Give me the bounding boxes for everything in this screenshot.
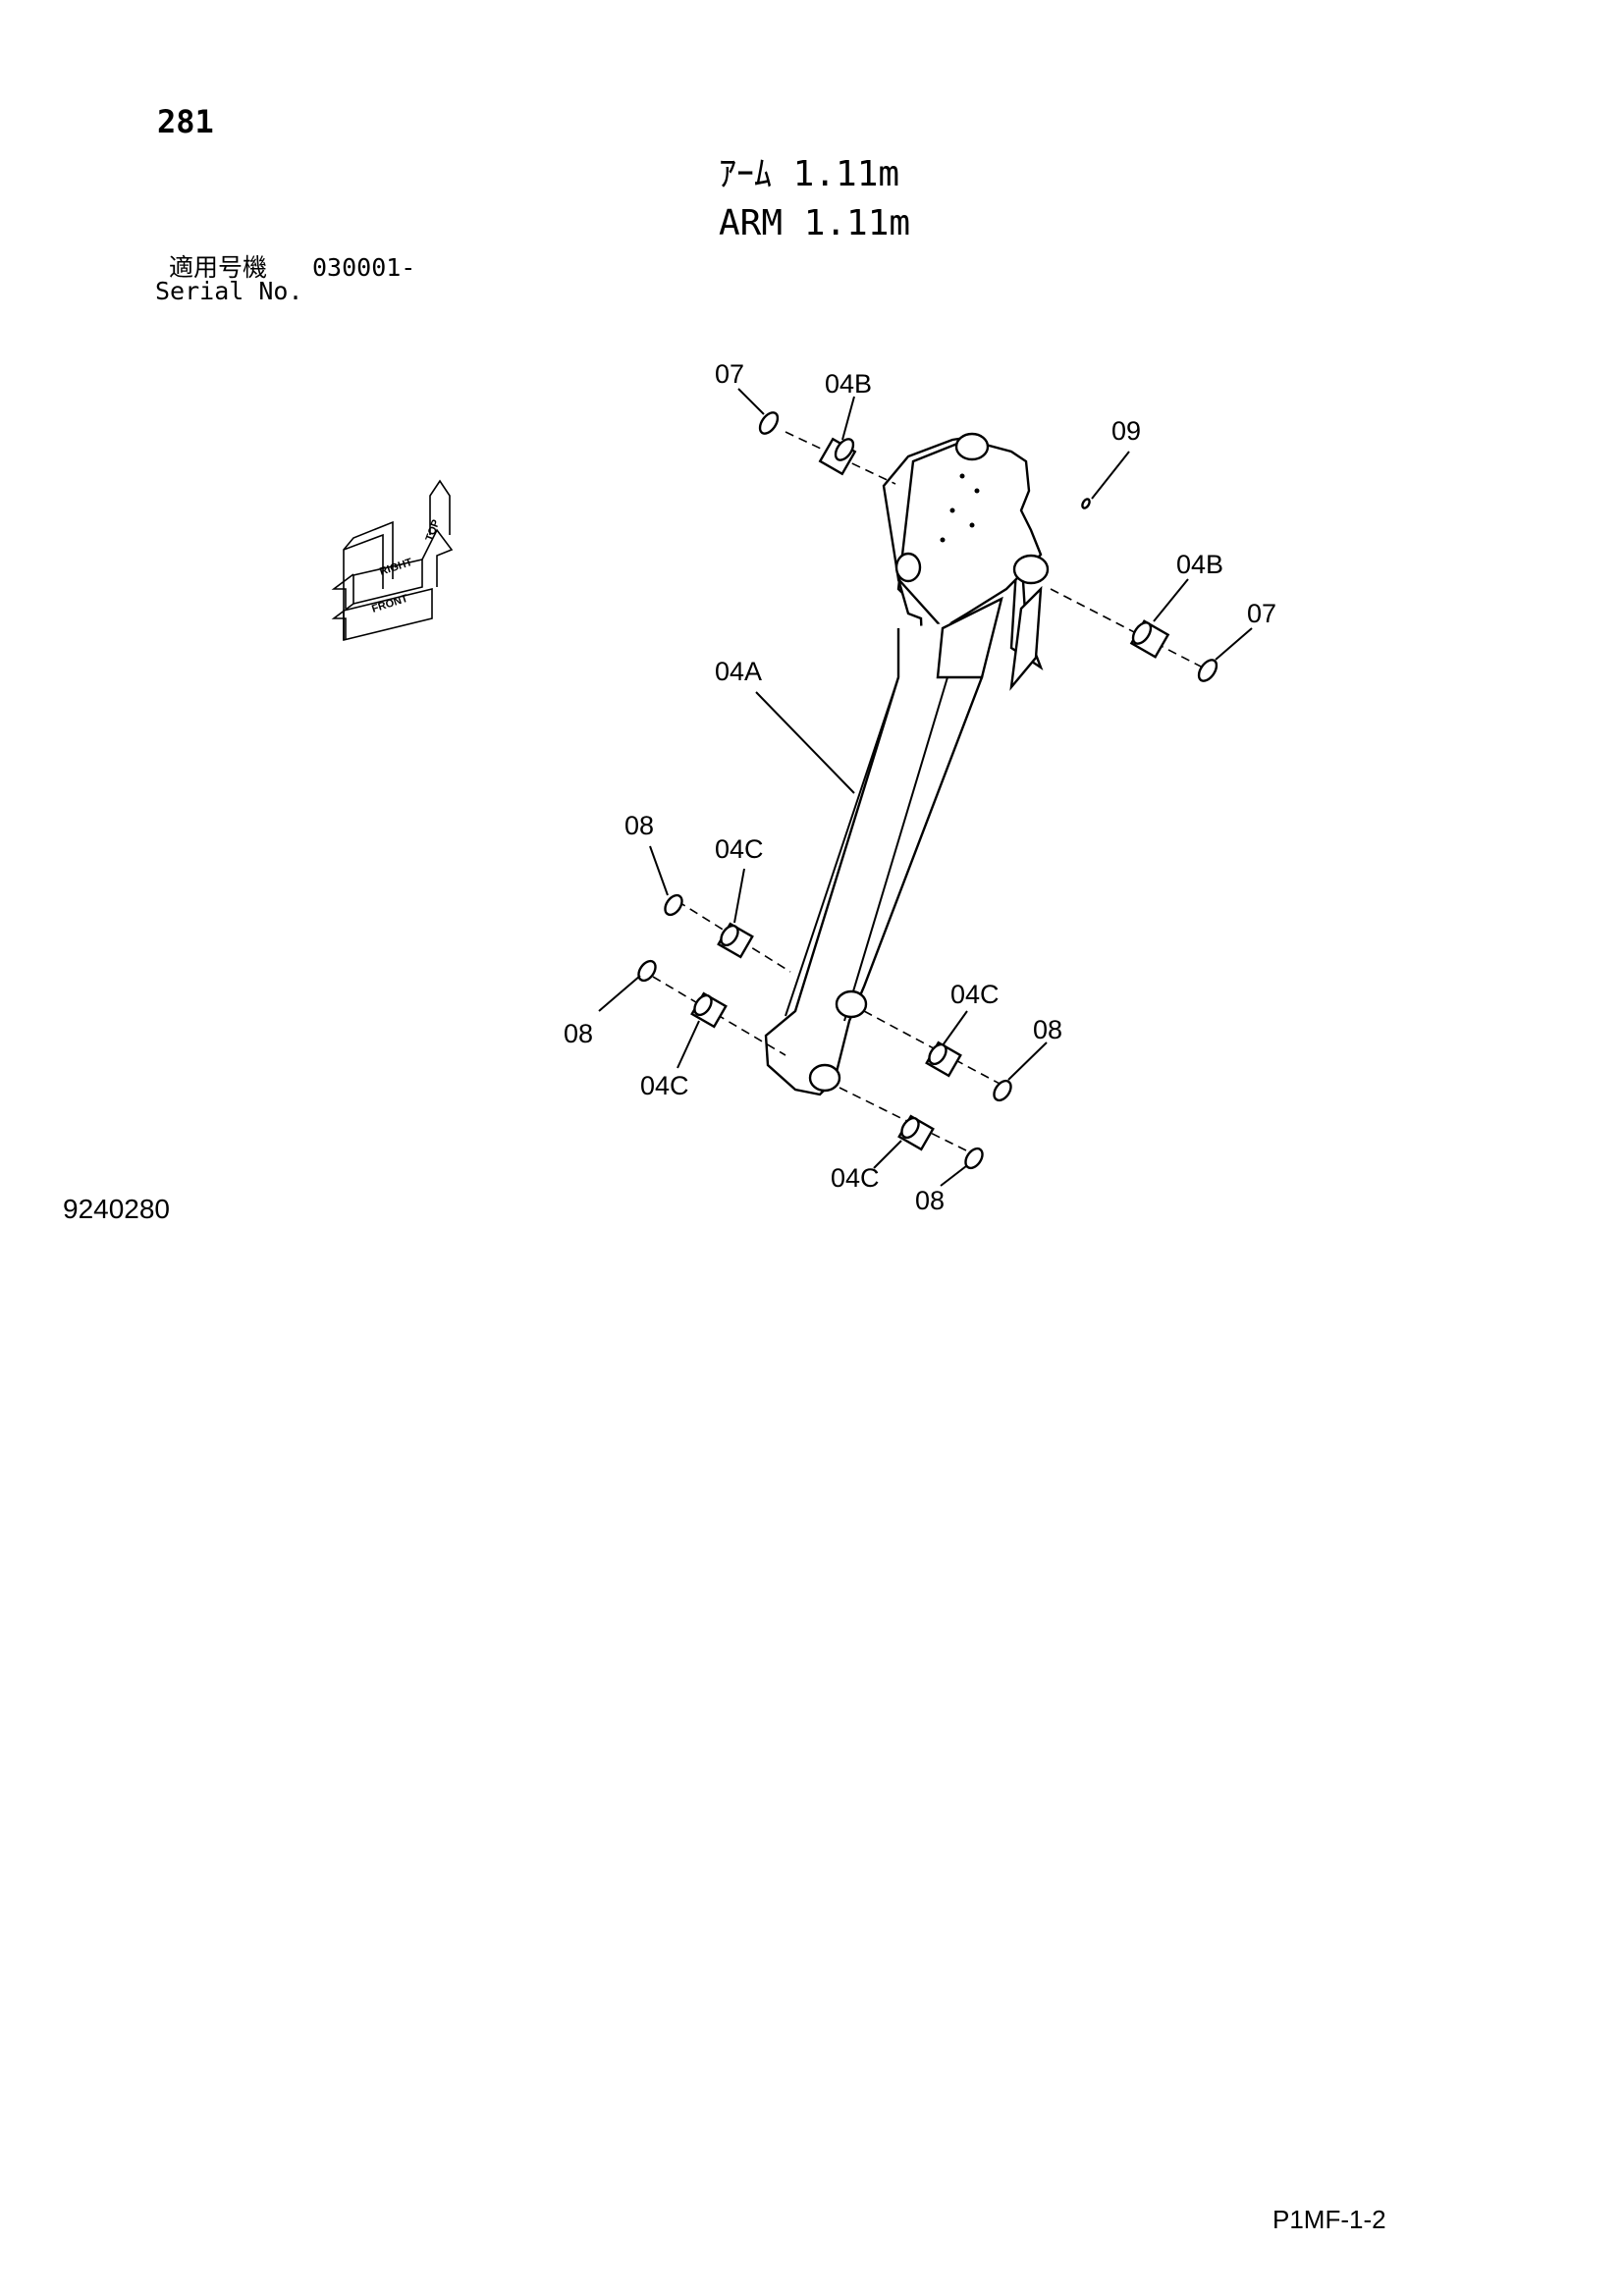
bushing-04B-top (818, 437, 857, 476)
callout-07-right: 07 (1247, 599, 1276, 628)
o-ring-08-mid-left (637, 959, 657, 983)
bushing-04C-mid-right (925, 1041, 962, 1078)
o-ring-07-right (1197, 659, 1218, 682)
orient-top-label: TOP (424, 518, 443, 543)
arm-body-04A (764, 432, 1050, 1096)
axis-line-bottom (839, 1087, 973, 1154)
o-ring-07-top (758, 411, 780, 435)
callout-04C-mid-right: 04C (950, 980, 1000, 1009)
leader-07-top (737, 388, 765, 415)
leader-04B-right (1153, 578, 1189, 622)
leader-09 (1091, 451, 1130, 500)
leader-08-mid-left (598, 975, 641, 1012)
axis-line-top-right (1050, 588, 1204, 668)
page-number: 281 (157, 103, 214, 140)
callout-08-mid-left: 08 (564, 1019, 593, 1048)
leader-04A (755, 691, 855, 794)
orientation-icon: RIGHT FRONT TOP (331, 479, 454, 642)
callout-04C-bottom: 04C (831, 1163, 880, 1193)
callout-04B-top: 04B (825, 369, 872, 399)
figure-number: 9240280 (63, 1194, 171, 1224)
leader-04C-upper-left (733, 868, 745, 924)
serial-label-english: Serial No. (155, 277, 303, 305)
callout-04B-right: 04B (1176, 550, 1223, 579)
leader-08-upper-left (649, 845, 669, 896)
bushing-04C-mid-left (690, 991, 728, 1029)
title-english: ARM 1.11m (719, 203, 911, 243)
serial-label-japanese: 適用号機 (169, 253, 268, 282)
callout-08-upper-left: 08 (624, 811, 654, 840)
callout-04C-mid-left: 04C (640, 1071, 689, 1100)
orient-front-label: FRONT (370, 593, 409, 615)
callout-04C-upper-left: 04C (715, 834, 764, 864)
bushing-04C-bottom (897, 1114, 935, 1151)
leader-04C-bottom (873, 1140, 902, 1169)
leader-07-right (1215, 627, 1253, 661)
page-code: P1MF-1-2 (1272, 2205, 1386, 2234)
leader-04C-mid-left (677, 1020, 700, 1069)
leader-04C-mid-right (942, 1010, 968, 1046)
callout-08-bottom: 08 (915, 1186, 945, 1215)
bushing-04C-upper-left (717, 922, 754, 959)
o-ring-08-upper-left (664, 893, 683, 917)
bushing-04B-right (1129, 619, 1170, 659)
o-ring-08-bottom (964, 1147, 984, 1170)
title-japanese: ｱｰﾑ 1.11m (719, 154, 900, 194)
leader-08-bottom (940, 1165, 967, 1187)
callout-08-mid-right: 08 (1033, 1015, 1062, 1044)
serial-number: 030001- (312, 253, 416, 282)
grease-fitting-09 (1081, 498, 1091, 509)
callout-09: 09 (1111, 416, 1141, 446)
callout-07-top: 07 (715, 359, 744, 389)
o-ring-08-mid-right (993, 1079, 1012, 1102)
leader-04B-top (841, 396, 855, 441)
leader-08-mid-right (1007, 1041, 1048, 1081)
callout-04A: 04A (715, 657, 762, 686)
